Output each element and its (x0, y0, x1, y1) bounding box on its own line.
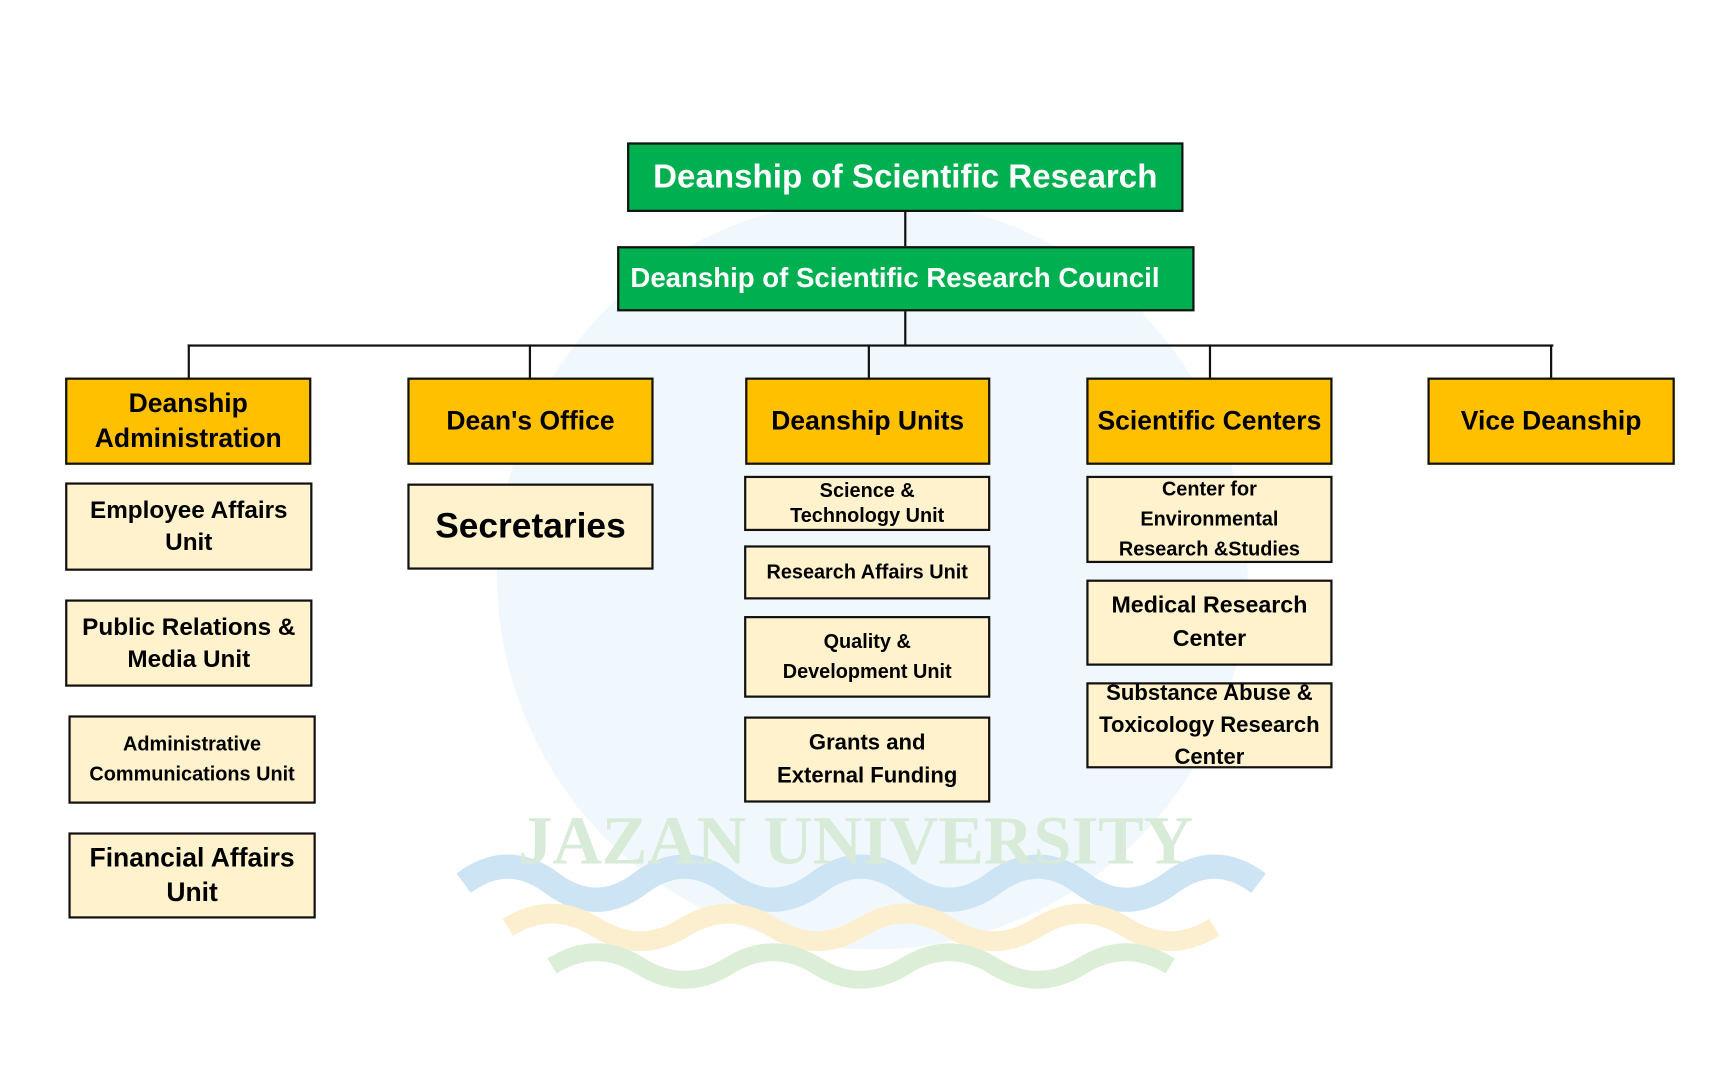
dept-scientific-centers: Scientific Centers (1086, 377, 1333, 465)
connector (187, 344, 190, 378)
unit-employee-affairs: Employee Affairs Unit (65, 482, 313, 571)
dept-deanship-administration: Deanship Administration (65, 377, 312, 465)
connector (904, 311, 907, 346)
dept-deanship-units: Deanship Units (745, 377, 991, 465)
unit-research-affairs: Research Affairs Unit (744, 545, 991, 600)
unit-quality-development: Quality & Development Unit (744, 616, 991, 698)
center-environmental-research: Center for Environmental Research &Studi… (1086, 475, 1333, 564)
connector (187, 344, 1554, 347)
center-medical-research: Medical Research Center (1086, 579, 1333, 666)
unit-financial-affairs: Financial Affairs Unit (68, 832, 316, 919)
unit-science-technology: Science & Technology Unit (744, 475, 991, 532)
unit-secretaries: Secretaries (407, 483, 654, 570)
connector (867, 344, 870, 378)
dept-deans-office: Dean's Office (407, 377, 654, 465)
connector (528, 344, 532, 378)
unit-grants-external-funding: Grants and External Funding (744, 716, 991, 803)
root-node: Deanship of Scientific Research (627, 142, 1184, 212)
watermark-text: JAZAN UNIVERSITY (518, 802, 1193, 878)
center-substance-abuse-toxicology: Substance Abuse & Toxicology Research Ce… (1086, 681, 1333, 769)
connector (1550, 344, 1553, 378)
council-node: Deanship of Scientific Research Council (617, 246, 1195, 312)
dept-vice-deanship: Vice Deanship (1427, 377, 1675, 465)
unit-public-relations: Public Relations & Media Unit (65, 599, 313, 687)
connector (1208, 344, 1212, 378)
connector (904, 211, 907, 247)
unit-administrative-communications: Administrative Communications Unit (68, 715, 316, 804)
